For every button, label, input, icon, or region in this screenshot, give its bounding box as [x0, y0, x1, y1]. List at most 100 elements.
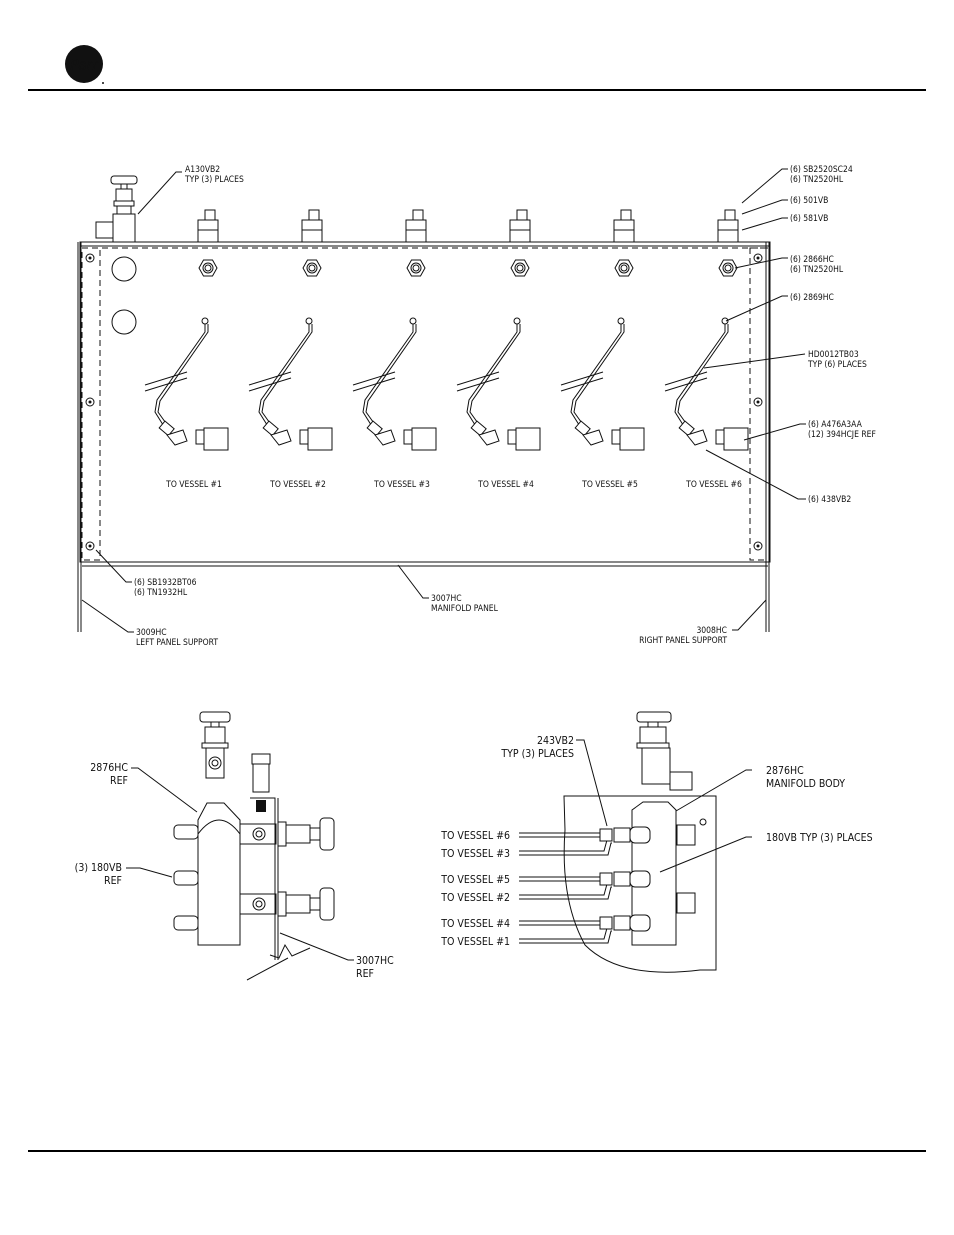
label-rear-manifold-2: MANIFOLD BODY — [766, 778, 845, 790]
label-manifold-panel-1: 3007HC — [431, 594, 462, 604]
side-view: 2876HC REF (3) 180VB REF 3007HC REF — [75, 711, 394, 981]
coupling — [305, 317, 313, 325]
label-hose-2: TYP (6) PLACES — [807, 360, 867, 370]
label-elbow-1: (6) A476A3AA — [808, 420, 863, 430]
label-cap-screw-2: (6) TN2520HL — [790, 175, 844, 185]
adapter-fitting — [613, 219, 635, 243]
label-coupling: (6) 2869HC — [790, 293, 834, 303]
manifold-panel — [79, 241, 771, 563]
vessel-label: TO VESSEL #6 — [685, 480, 742, 490]
elbow — [478, 429, 500, 446]
plug — [629, 870, 651, 888]
elbow — [374, 429, 396, 446]
bulkhead-nut — [614, 259, 634, 277]
station-5: TO VESSEL #5 — [560, 209, 645, 490]
hose — [362, 324, 414, 429]
rear-vessel-label: TO VESSEL #4 — [440, 918, 510, 930]
plug-fitting — [412, 209, 424, 221]
vessel-label: TO VESSEL #4 — [477, 480, 534, 490]
label-bulkhead-1: (6) 2866HC — [790, 255, 834, 265]
label-side-panel-1: 3007HC — [356, 955, 394, 967]
coupling — [617, 317, 625, 325]
elbow-fitting — [619, 427, 645, 451]
tee-fitting — [599, 828, 613, 842]
coupling — [201, 317, 209, 325]
station-4: TO VESSEL #4 — [456, 209, 541, 490]
plug — [629, 826, 651, 844]
bulkhead-nut — [406, 259, 426, 277]
label-plug: (6) 501VB — [790, 196, 828, 206]
label-bulkhead-2: (6) TN2520HL — [790, 265, 844, 275]
station-3: TO VESSEL #3 — [352, 209, 437, 490]
rear-vessel-label: TO VESSEL #1 — [440, 936, 510, 948]
elbow-fitting — [411, 427, 437, 451]
label-tee-2: TYP (3) PLACES — [500, 748, 574, 760]
manifold-body — [197, 802, 241, 946]
adapter-fitting — [509, 219, 531, 243]
elbow-fitting — [515, 427, 541, 451]
panel-hole — [111, 256, 137, 282]
vessel-label: TO VESSEL #1 — [165, 480, 222, 490]
rear-view: TO VESSEL #6TO VESSEL #3TO VESSEL #5TO V… — [440, 711, 873, 973]
plug-fitting — [308, 209, 320, 221]
bulkhead-nut — [510, 259, 530, 277]
panel-screws — [85, 253, 763, 551]
label-rear-plug: 180VB TYP (3) PLACES — [766, 832, 873, 844]
label-side-manifold-2: REF — [110, 775, 128, 787]
label-valve-1: A130VB2 — [185, 165, 220, 175]
station-6: TO VESSEL #6 — [664, 209, 749, 490]
elbow-fitting — [203, 427, 229, 451]
hose — [674, 324, 726, 429]
bulkhead-nut — [718, 259, 738, 277]
plug-fitting — [516, 209, 528, 221]
label-right-support-2: RIGHT PANEL SUPPORT — [639, 636, 727, 646]
backing-plate — [563, 795, 717, 973]
label-side-panel-2: REF — [356, 968, 374, 980]
rear-vessel-label: TO VESSEL #6 — [440, 830, 510, 842]
elbow — [686, 429, 708, 446]
panel-edge — [250, 797, 276, 960]
plug-fitting — [724, 209, 736, 221]
elbow-fitting — [307, 427, 333, 451]
bulkhead-nut — [302, 259, 322, 277]
tee-fitting — [599, 872, 613, 886]
adapter-fitting — [717, 219, 739, 243]
coupling — [513, 317, 521, 325]
elbow — [166, 429, 188, 446]
label-rear-manifold-1: 2876HC — [766, 765, 804, 777]
adapter-fitting — [301, 219, 323, 243]
hose — [258, 324, 310, 429]
hose — [570, 324, 622, 429]
plug-fitting — [620, 209, 632, 221]
vessel-label: TO VESSEL #3 — [373, 480, 430, 490]
left-support-flange — [81, 247, 101, 561]
tee-fitting — [599, 916, 613, 930]
front-callouts: A130VB2 TYP (3) PLACES (6) SB2520SC24 (6… — [81, 165, 876, 648]
label-valve-2: TYP (3) PLACES — [184, 175, 244, 185]
coupling — [409, 317, 417, 325]
label-panel-screw-1: (6) SB1932BT06 — [134, 578, 197, 588]
hose — [154, 324, 206, 429]
parr-logo: Parr — [65, 45, 104, 84]
label-manifold-panel-2: MANIFOLD PANEL — [431, 604, 499, 614]
station-2: TO VESSEL #2 — [248, 209, 333, 490]
elbow — [270, 429, 292, 446]
front-view: TO VESSEL #1 TO VESSEL #2 TO VESSEL #3 TO V… — [77, 165, 876, 648]
elbow-fitting — [723, 427, 749, 451]
label-left-support-2: LEFT PANEL SUPPORT — [136, 638, 218, 648]
hose — [466, 324, 518, 429]
label-hose-1: HD0012TB03 — [808, 350, 859, 360]
right-support-flange — [749, 247, 767, 561]
label-cap-screw-1: (6) SB2520SC24 — [790, 165, 853, 175]
adapter-fitting — [405, 219, 427, 243]
label-left-support-1: 3009HC — [136, 628, 167, 638]
bulkhead-nut — [198, 259, 218, 277]
label-adapter: (6) 581VB — [790, 214, 828, 224]
plug-fitting — [204, 209, 216, 221]
label-panel-screw-2: (6) TN1932HL — [134, 588, 188, 598]
rear-vessel-label: TO VESSEL #3 — [440, 848, 510, 860]
needle-valve — [95, 175, 138, 243]
rear-vessel-label: TO VESSEL #2 — [440, 892, 510, 904]
label-side-manifold-1: 2876HC — [90, 762, 128, 774]
